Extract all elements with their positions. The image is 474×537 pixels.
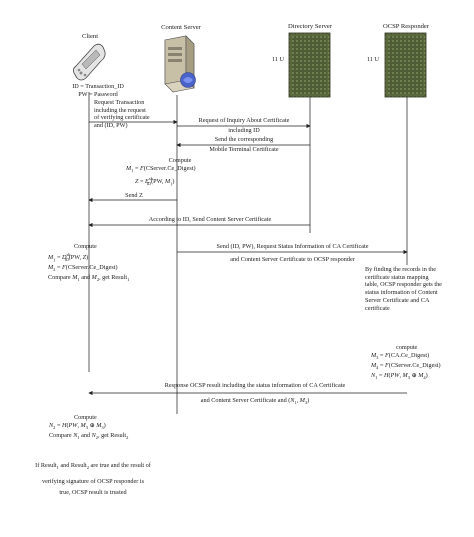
ocsp-rack-icon xyxy=(384,32,427,98)
compute-label: Compute xyxy=(74,243,97,250)
message-request-status-line1: Send (ID, PW), Request Status Informatio… xyxy=(216,243,369,250)
mobile-phone-icon xyxy=(72,43,106,81)
client-label: Client xyxy=(81,33,99,40)
credential-pw: PW = Password xyxy=(78,90,118,98)
credential-id: ID = Transaction_ID xyxy=(72,83,124,90)
content-server-label: Content Server xyxy=(161,24,201,31)
content-server-formula-m1: M1 = F(CServer.Ce_Digest) xyxy=(126,165,196,175)
content-server-formula-z: Z = EskID(PW, M1) xyxy=(135,175,174,188)
message-ocsp-response-line1: Response OCSP result including the statu… xyxy=(164,382,346,389)
server-tower-icon xyxy=(164,35,196,93)
message-ocsp-response-line2: and Content Server Certificate and (N1, … xyxy=(200,397,310,406)
compute-label: compute xyxy=(396,344,418,351)
note-line: certificate xyxy=(365,304,390,312)
msg-line: and (ID, PW) xyxy=(94,122,128,130)
directory-server-label: Directory Server xyxy=(287,23,333,30)
message-request-status-line2: and Content Server Certificate to OCSP r… xyxy=(230,256,355,263)
msg-line: of verifying certificate xyxy=(94,114,150,122)
msg-line: Request Transaction xyxy=(94,99,145,106)
conclusion-line-3: true, OCSP result is trusted xyxy=(59,488,127,496)
message-content-server-certificate: According to ID, Send Content Server Cer… xyxy=(148,216,272,223)
formula-m1: M1 = F(CServer.Ce_Digest) xyxy=(126,165,196,174)
formula-z: Z = EskID(PW, M1) xyxy=(135,176,175,187)
directory-unit-label: 11 U xyxy=(272,56,284,63)
directory-rack-icon xyxy=(288,32,331,98)
conclusion-line-2: verifying signature of OCSP responder is xyxy=(41,477,145,485)
conclusion-text: If Result1 and Result2 are true and the … xyxy=(18,462,168,496)
note-line: status information of Content xyxy=(365,289,438,297)
formula-n1: N1 = H(PW, M3 ⊕ M4) xyxy=(371,371,428,380)
message-send-z: Send Z xyxy=(125,192,143,199)
note-line: By finding the records in the xyxy=(365,266,436,273)
conclusion-line-1: If Result1 and Result2 are true and the … xyxy=(35,462,151,471)
ocsp-note: By finding the records in the certificat… xyxy=(365,266,442,312)
client-compute-block-1: Compute M1 = DskID(PW, Z) M2 = F(CServer… xyxy=(48,243,129,284)
formula-m3: M3 = F(CA.Ce_Digest) xyxy=(371,351,430,360)
compute-label: Compute xyxy=(74,414,97,421)
message-mobile-cert-line1: Send the corresponding xyxy=(214,136,274,143)
message-request-transaction: Request Transaction including the reques… xyxy=(94,99,150,130)
compute-label: Compute xyxy=(168,157,192,164)
compare-result1: Compare M1 and M2, get Result1 xyxy=(48,273,130,282)
msg-line: including the request xyxy=(94,106,146,114)
ocsp-responder-label: OCSP Responder xyxy=(382,23,430,30)
message-inquiry-line1: Request of Inquiry About Certificate xyxy=(198,117,290,124)
message-mobile-cert-line2: Mobile Terminal Certificate xyxy=(209,146,279,153)
note-line: certificate status mapping xyxy=(365,273,429,281)
formula-m2: M2 = F(CServer.Ce_Digest) xyxy=(48,263,118,272)
ocsp-compute-block: compute M3 = F(CA.Ce_Digest) M4 = F(CSer… xyxy=(371,344,441,382)
note-line: table, OCSP responder gets the xyxy=(365,281,442,289)
formula-n2: N2 = H(PW, M3 ⊕ M3) xyxy=(49,421,106,430)
compare-result2: Compare N1 and N2, get Result2 xyxy=(49,431,129,440)
content-server-compute: Compute xyxy=(135,157,225,165)
message-inquiry-line2: including ID xyxy=(228,127,260,134)
ocsp-unit-label: 11 U xyxy=(367,56,379,63)
note-line: Server Certificate and CA xyxy=(365,296,430,304)
client-compute-block-2: Compute N2 = H(PW, M3 ⊕ M3) Compare N1 a… xyxy=(49,414,128,442)
client-credentials: ID = Transaction_ID PW = Password xyxy=(68,83,128,98)
formula-m1-decrypt: M1 = DskID(PW, Z) xyxy=(48,251,89,262)
formula-m4: M4 = F(CServer.Ce_Digest) xyxy=(371,361,441,370)
